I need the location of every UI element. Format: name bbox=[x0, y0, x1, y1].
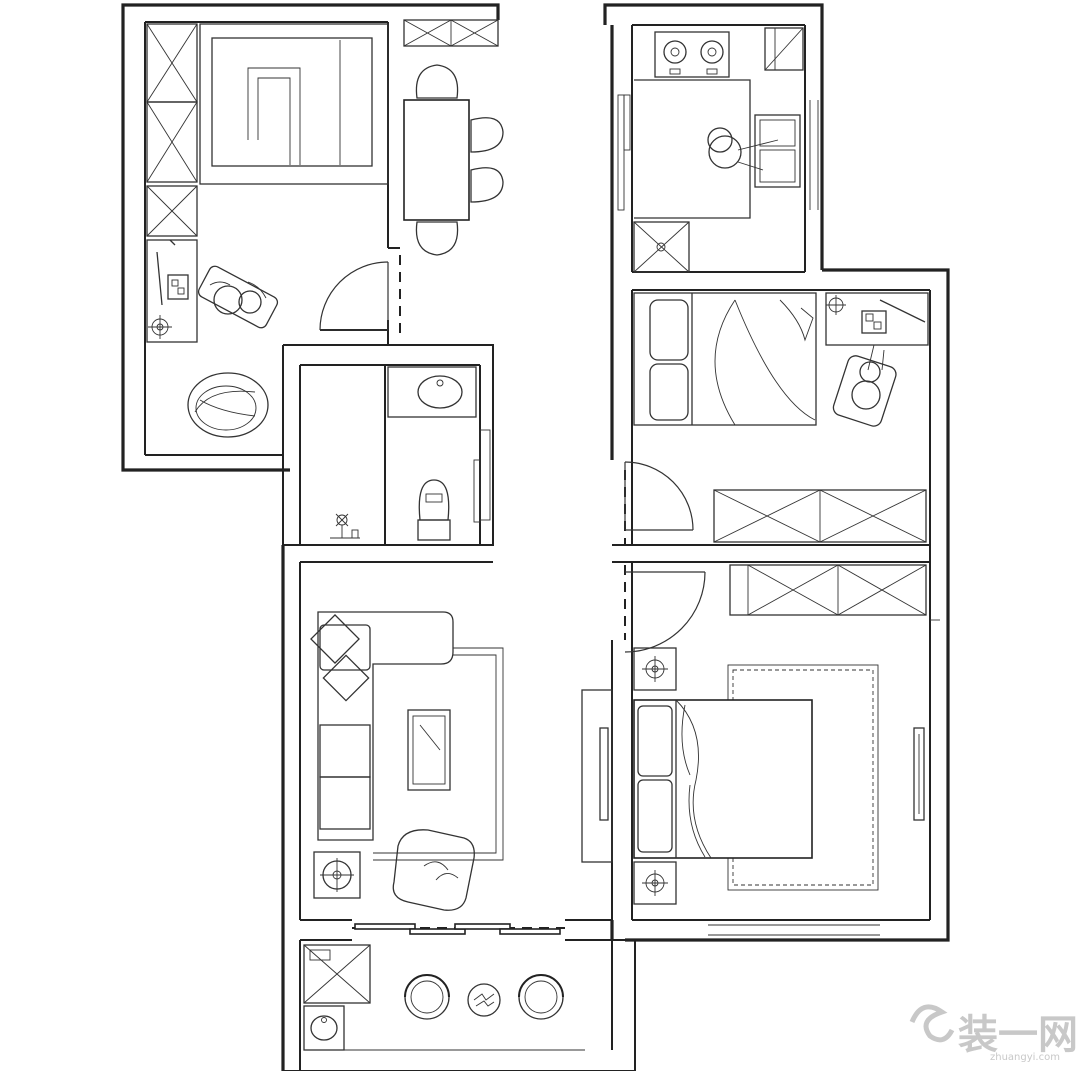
kitchen-counter bbox=[634, 79, 801, 219]
living-sofa bbox=[310, 611, 454, 841]
dining-table bbox=[403, 99, 470, 221]
watermark-logo-icon bbox=[909, 1004, 955, 1043]
living-side-table bbox=[313, 851, 361, 899]
living-armchair bbox=[392, 829, 475, 911]
master-tv-cabinet bbox=[581, 689, 613, 863]
balcony-sink bbox=[303, 1005, 345, 1051]
study-floor-lamp bbox=[148, 315, 172, 339]
kitchen-fridge bbox=[764, 27, 804, 71]
master-window bbox=[913, 727, 925, 821]
walls bbox=[121, 3, 950, 1071]
door-master-bedroom bbox=[624, 571, 706, 653]
balcony-washer bbox=[303, 944, 371, 1004]
door-study bbox=[319, 261, 389, 331]
study-desk bbox=[146, 239, 198, 343]
living-rug bbox=[373, 647, 504, 861]
bedroom2-chair-person bbox=[832, 344, 897, 427]
door-bathroom bbox=[473, 429, 491, 523]
kitchen-floor-drain bbox=[633, 221, 690, 273]
dining-chairs bbox=[415, 64, 504, 256]
study-wardrobe bbox=[146, 23, 198, 237]
kitchen-stove bbox=[654, 31, 730, 78]
dining-cabinet bbox=[403, 19, 499, 47]
bedroom2-bed bbox=[633, 292, 817, 426]
balcony-table bbox=[467, 983, 501, 1017]
bathroom-sink bbox=[387, 366, 477, 418]
master-bed bbox=[633, 699, 813, 859]
study-chair-person bbox=[197, 265, 279, 329]
bathroom-shower bbox=[330, 513, 360, 539]
watermark-site: zhuangyi.com bbox=[990, 1052, 1060, 1063]
watermark: 装一网 zhuangyi.com bbox=[909, 1004, 1078, 1063]
bedroom2-desk bbox=[825, 292, 929, 346]
sliding-door bbox=[354, 923, 561, 935]
door-bedroom-2 bbox=[624, 461, 694, 531]
living-coffee-table bbox=[407, 709, 451, 791]
watermark-brand: 装一网 bbox=[958, 1012, 1078, 1058]
bedroom2-wardrobe bbox=[713, 489, 927, 543]
master-nightstands bbox=[633, 647, 677, 905]
study-bed bbox=[199, 23, 389, 185]
master-wardrobe bbox=[729, 564, 927, 616]
door-kitchen bbox=[617, 94, 631, 211]
kitchen-person bbox=[707, 127, 779, 171]
dashed-openings bbox=[352, 255, 626, 929]
balcony-chairs bbox=[404, 974, 564, 1020]
bathroom-toilet bbox=[417, 479, 451, 541]
study-beanbag bbox=[187, 372, 269, 438]
